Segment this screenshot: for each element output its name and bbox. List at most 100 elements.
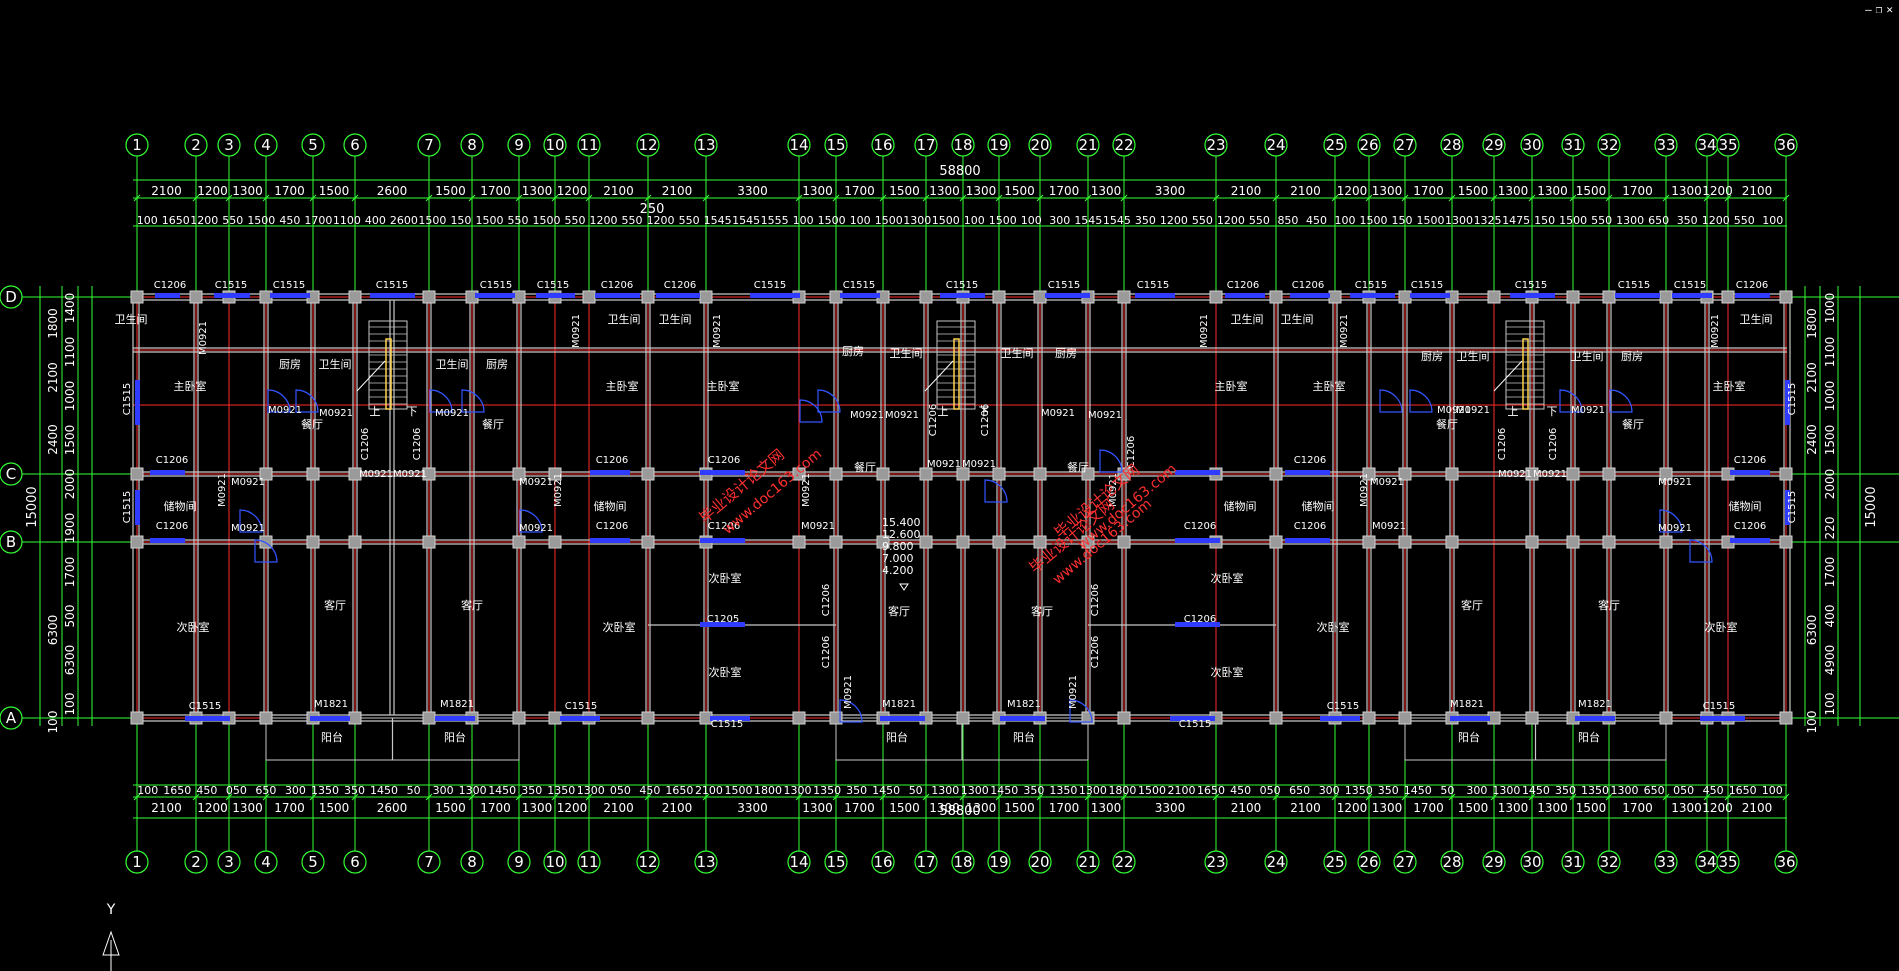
- structural-column: [641, 290, 655, 304]
- room-label: 卫生间: [319, 357, 352, 371]
- axis-bubble-bottom-circle: [577, 850, 601, 874]
- door-swing: [1689, 539, 1713, 563]
- axis-bubble-top-circle: [577, 133, 601, 157]
- door-swing: [429, 389, 453, 413]
- room-label: 次卧室: [709, 571, 742, 585]
- axis-bubble-top: 31: [1563, 136, 1582, 154]
- window-top: [536, 293, 575, 298]
- opening-label: C1515: [376, 280, 408, 291]
- close-button[interactable]: ✕: [1886, 3, 1893, 16]
- structural-column: [829, 711, 843, 725]
- structural-column: [1487, 290, 1501, 304]
- room-label: 客厅: [461, 598, 483, 612]
- door-swing: [1379, 389, 1403, 413]
- axis-bubble-bottom: 12: [638, 853, 657, 871]
- structural-column: [641, 467, 655, 481]
- dim-label-top-detail: 400: [365, 214, 386, 227]
- window-interior: [700, 622, 745, 627]
- axis-bubble-bottom-circle: [1076, 850, 1100, 874]
- opening-label: M0921: [319, 408, 353, 419]
- opening-label-vertical: C1515: [122, 383, 133, 415]
- opening-label-vertical: M0921: [1199, 314, 1210, 348]
- elevation-marker: [899, 583, 909, 591]
- axis-bubble-bottom-circle: [1561, 850, 1585, 874]
- dim-tick: [1365, 793, 1373, 801]
- axis-bubble-bottom-circle: [787, 850, 811, 874]
- dim-label-top-detail: 1650: [162, 214, 190, 227]
- dim-label-bottom: 1700: [1413, 801, 1444, 815]
- dim-label-bottom-detail: 1800: [754, 784, 782, 797]
- axis-bubble-bottom: 15: [826, 853, 845, 871]
- opening-label: M1821: [1450, 699, 1484, 710]
- dim-label-top: 1700: [1049, 184, 1080, 198]
- window-right: [1785, 380, 1790, 425]
- window-interior: [700, 470, 745, 475]
- axis-bubble-bottom: 34: [1697, 853, 1716, 871]
- window-interior: [590, 470, 630, 475]
- structural-column: [992, 535, 1006, 549]
- window-interior: [1730, 538, 1770, 543]
- dim-label-bottom: 2100: [1231, 801, 1262, 815]
- total-length-top: 58800: [939, 164, 980, 179]
- dim-label-bottom-detail: 50: [1440, 784, 1454, 797]
- dim-label-top-detail: 1100: [333, 214, 361, 227]
- window-left: [135, 490, 140, 525]
- dim-tick: [1120, 793, 1128, 801]
- opening-label: C1515: [1618, 280, 1650, 291]
- room-label: 厨房: [1621, 350, 1643, 363]
- axis-bubble-bottom: 22: [1114, 853, 1133, 871]
- dim-label-bottom-detail: 350: [846, 784, 867, 797]
- room-label: 阳台: [1013, 730, 1035, 744]
- dim-label-top-detail: 550: [507, 214, 528, 227]
- opening-label: M0921: [927, 459, 961, 470]
- structural-column: [992, 467, 1006, 481]
- dim-label-top-detail: 1325: [1474, 214, 1502, 227]
- opening-label-vertical: M0921: [1339, 314, 1350, 348]
- axis-bubble-top-circle: [417, 133, 441, 157]
- structural-column: [548, 467, 562, 481]
- restore-button[interactable]: ❐: [1875, 3, 1883, 16]
- opening-label-vertical: M0921: [712, 314, 723, 348]
- window-top: [270, 293, 310, 298]
- structural-column: [512, 711, 526, 725]
- dim-tick: [1272, 194, 1280, 202]
- axis-bubble-top-circle: [460, 133, 484, 157]
- dim-tick: [585, 793, 593, 801]
- axis-bubble-bottom-circle: [1264, 850, 1288, 874]
- door-swing: [295, 389, 319, 413]
- dim-label-bottom-detail: 2100: [1168, 784, 1196, 797]
- axis-bubble-left: A: [6, 709, 17, 727]
- axis-bubble-bottom-circle: [1028, 850, 1052, 874]
- opening-label-vertical: C1206: [1090, 584, 1101, 616]
- dim-label-bottom-detail: 1300: [459, 784, 487, 797]
- room-label: 下: [1547, 405, 1558, 418]
- axis-bubble-top: 17: [916, 136, 935, 154]
- window-top: [475, 293, 515, 298]
- structural-column: [876, 535, 890, 549]
- axis-bubble-bottom: 29: [1484, 853, 1503, 871]
- dim-label-top: 2100: [151, 184, 182, 198]
- dim-label-bottom: 2600: [377, 801, 408, 815]
- opening-label: M0921: [1571, 405, 1605, 416]
- axis-bubble-top: 36: [1776, 136, 1795, 154]
- dim-label-right: 2400: [1805, 424, 1819, 455]
- axis-bubble-bottom: 25: [1325, 853, 1344, 871]
- structural-column: [1659, 290, 1673, 304]
- window-top: [1350, 293, 1395, 298]
- minimize-button[interactable]: –: [1865, 3, 1872, 16]
- dim-label-top-detail: 1545: [1074, 214, 1102, 227]
- window-top: [595, 293, 640, 298]
- dim-label-bottom-detail: 1350: [1581, 784, 1609, 797]
- dim-label-bottom-detail: 1450: [1522, 784, 1550, 797]
- dim-label-bottom-detail: 1300: [1611, 784, 1639, 797]
- axis-bubble-bottom: 27: [1395, 853, 1414, 871]
- elevation-label: 7.000: [882, 552, 914, 565]
- room-label: 厨房: [1055, 347, 1077, 360]
- opening-label: C1515: [1327, 701, 1359, 712]
- dim-label-left-detail: 1700: [63, 557, 77, 588]
- window-top: [750, 293, 800, 298]
- dim-tick: [1036, 194, 1044, 202]
- axis-bubble-bottom-circle: [301, 850, 325, 874]
- dim-label-right-detail: 1700: [1823, 557, 1837, 588]
- room-label: 主卧室: [1713, 379, 1746, 393]
